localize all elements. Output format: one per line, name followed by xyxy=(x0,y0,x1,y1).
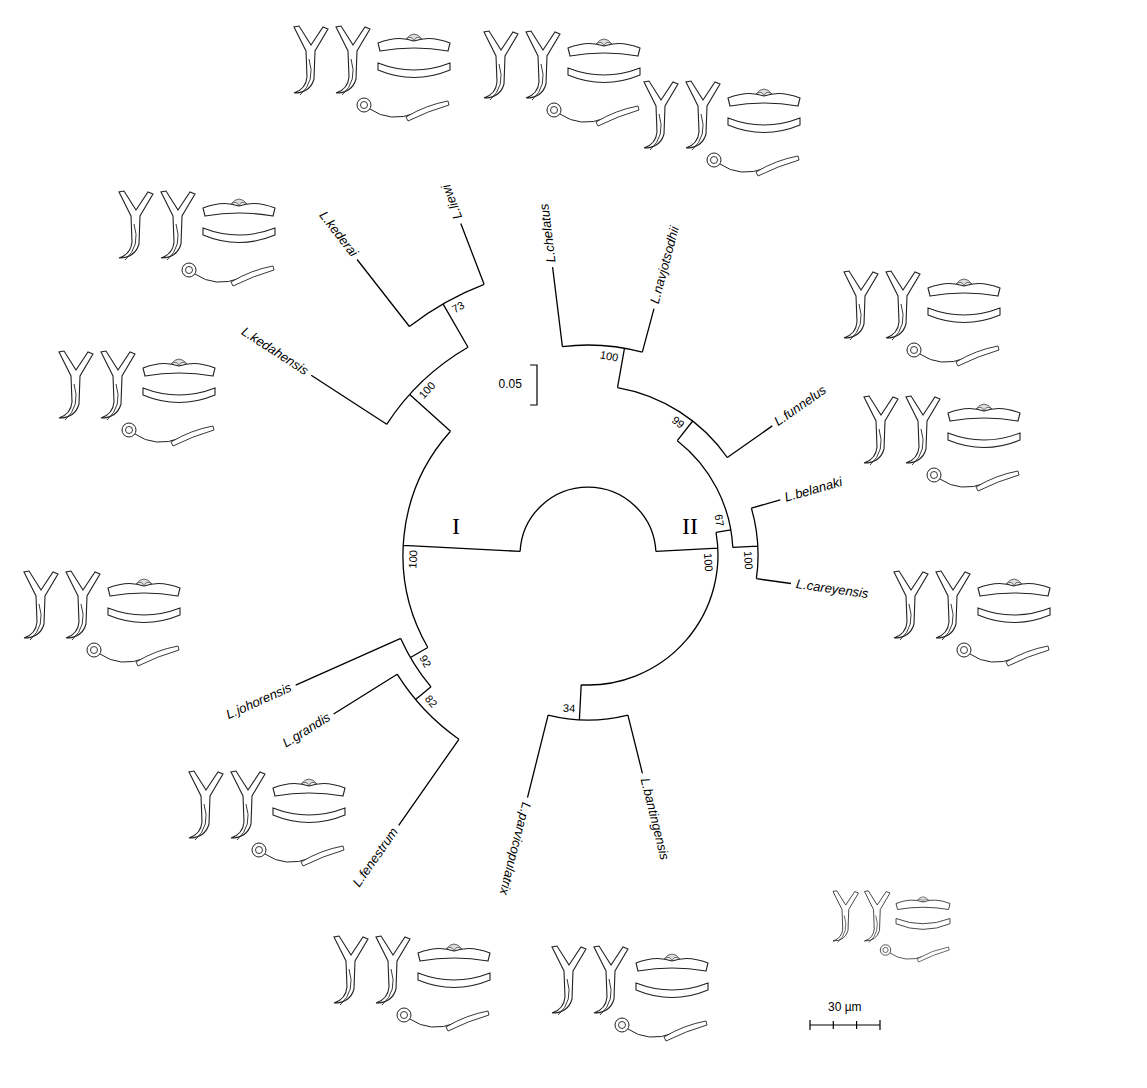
bootstrap-value: 82 xyxy=(422,693,440,711)
sclerite-sketch xyxy=(119,191,275,286)
bootstrap-value: 34 xyxy=(563,702,576,715)
sclerite-sketch xyxy=(484,31,640,126)
sclerite-sketch xyxy=(894,571,1050,666)
clade-numeral: I xyxy=(452,513,460,541)
sclerite-sketch xyxy=(552,946,708,1041)
species-label: L.kedahensis xyxy=(238,325,310,379)
bootstrap-value: 100 xyxy=(701,553,715,572)
sclerite-sketch xyxy=(844,271,1000,366)
bootstrap-value: 100 xyxy=(599,348,619,364)
bootstrap-value: 73 xyxy=(449,298,466,315)
species-label: L.navjotsodhii xyxy=(648,225,683,306)
species-label: L.bantingensis xyxy=(636,776,671,861)
sclerite-sketch xyxy=(24,571,180,666)
species-label: L.chelatus xyxy=(537,202,559,263)
species-label: L.grandis xyxy=(281,710,334,751)
species-label: L.kederai xyxy=(316,209,361,260)
species-label: L.belanaki xyxy=(783,475,844,506)
sclerite-sketch xyxy=(294,26,450,121)
bootstrap-value: 100 xyxy=(406,550,420,569)
species-label: L.liewi xyxy=(439,182,466,221)
bootstrap-value: 67 xyxy=(711,514,726,528)
scale-label: 30 µm xyxy=(828,1001,862,1015)
species-label: L.careyensis xyxy=(795,577,869,602)
sclerite-sketch xyxy=(833,891,950,962)
branch-scale-bracket xyxy=(530,365,537,405)
bootstrap-value: 99 xyxy=(669,414,686,432)
sclerite-sketch xyxy=(189,771,345,866)
clade-numeral: II xyxy=(682,513,698,541)
sclerite-sketch xyxy=(334,936,490,1031)
sclerite-sketch xyxy=(59,351,215,446)
species-label: L.funnelus xyxy=(772,382,830,429)
tree-branches xyxy=(296,224,791,826)
sclerite-sketch xyxy=(864,396,1020,491)
species-label: L.parvicopulatrix xyxy=(496,801,533,896)
species-label: L.fenestrum xyxy=(350,825,402,890)
bootstrap-value: 92 xyxy=(416,653,433,670)
scale-value: 0.05 xyxy=(499,378,522,392)
size-scale-bar xyxy=(810,1020,880,1030)
bootstrap-value: 100 xyxy=(741,551,755,570)
species-label: L.johorensis xyxy=(224,680,294,722)
bootstrap-value: 100 xyxy=(416,380,438,402)
sclerite-sketch xyxy=(644,81,800,176)
